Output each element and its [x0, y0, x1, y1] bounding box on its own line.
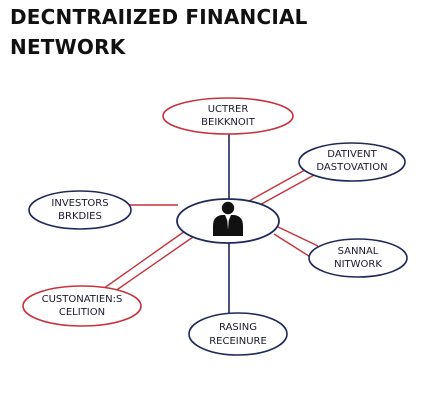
- node-right[interactable]: SANNAL NITWORK: [308, 238, 408, 278]
- diagram-title: DECNTRAIIZED FINANCIAL NETWORK: [10, 2, 308, 62]
- node-left[interactable]: INVESTORS BRKDIES: [28, 190, 132, 230]
- node-top-right[interactable]: DATIVENT DASTOVATION: [298, 142, 406, 182]
- person-icon: [213, 201, 243, 236]
- node-bottom-left[interactable]: CUSTONATIEN:S CELITION: [22, 285, 142, 327]
- node-bottom-left-line-1: CUSTONATIEN:S: [42, 294, 123, 305]
- node-left-line-2: BRKDIES: [58, 211, 102, 222]
- hub-node[interactable]: [176, 198, 280, 244]
- node-right-line-1: SANNAL: [338, 246, 379, 257]
- node-top-right-line-2: DASTOVATION: [316, 162, 387, 173]
- connector-right-b: [273, 233, 313, 259]
- node-right-line-2: NITWORK: [334, 259, 382, 270]
- connector-top-right-a: [248, 165, 313, 202]
- connector-top-right-b: [255, 173, 317, 208]
- node-bottom-line-1: RASING: [219, 322, 257, 333]
- connector-right-a: [275, 225, 319, 247]
- node-bottom[interactable]: RASING RECEINURE: [188, 312, 288, 356]
- connector-bottom-left-a: [99, 230, 186, 292]
- node-left-line-1: INVESTORS: [51, 198, 108, 209]
- connectors: [99, 134, 319, 322]
- node-top-line-1: UCTRER: [208, 104, 249, 115]
- connector-bottom-left-b: [107, 236, 194, 297]
- node-bottom-line-2: RECEINURE: [209, 336, 267, 347]
- title-line-2: NETWORK: [10, 35, 126, 59]
- node-bottom-left-line-2: CELITION: [59, 307, 105, 318]
- node-top-right-line-1: DATIVENT: [327, 149, 377, 160]
- title-line-1: DECNTRAIIZED FINANCIAL: [10, 5, 308, 29]
- node-top-line-2: BEIKKNOIT: [201, 117, 256, 128]
- node-top[interactable]: UCTRER BEIKKNOIT: [162, 97, 294, 135]
